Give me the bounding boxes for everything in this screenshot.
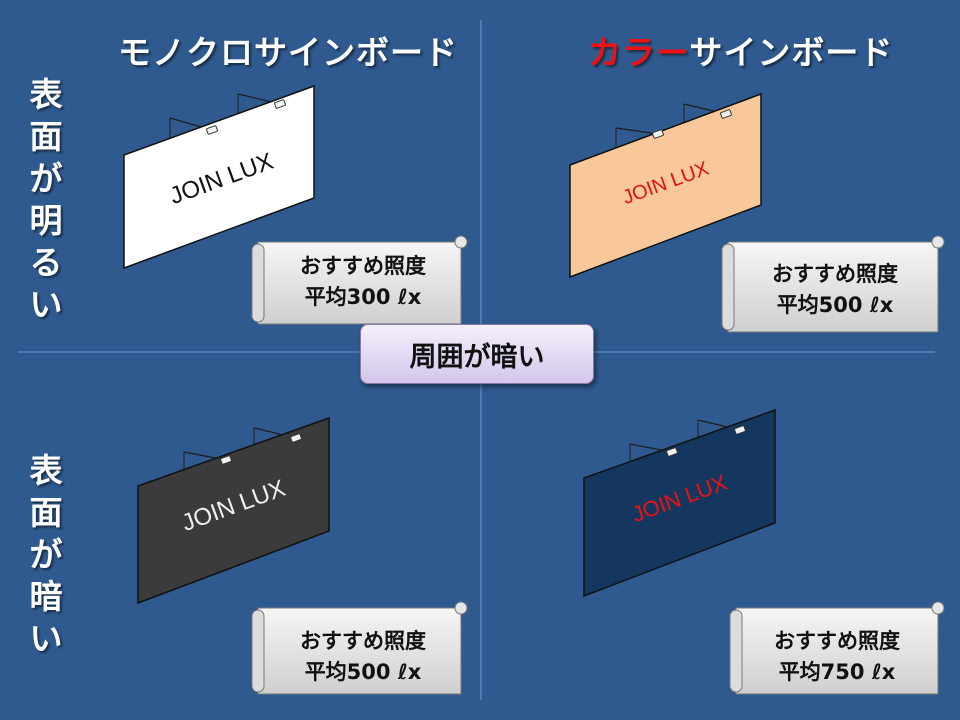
hanging-pin [720, 109, 732, 119]
signboard-color-bright: JOIN LUX [569, 92, 762, 279]
signboard-face [123, 84, 315, 270]
note-color-bright: おすすめ照度 平均500 ℓx [730, 259, 940, 321]
scroll-curl-right [931, 235, 945, 249]
row-label-char: 面 [29, 117, 63, 156]
row-label-char: る [29, 243, 63, 282]
row-label-dark: 表 面 が 暗 い [20, 450, 72, 660]
scroll-curl-left [251, 243, 265, 323]
note-line1: おすすめ照度 [300, 254, 426, 278]
scroll-sheet [735, 607, 939, 695]
hanging-pin [666, 447, 678, 457]
note-line1: おすすめ照度 [772, 262, 898, 286]
signboard-face [569, 92, 762, 279]
row-label-char: 明 [29, 201, 63, 240]
scroll-curl-left [251, 609, 265, 693]
signboard-face [583, 408, 776, 598]
signboard-mono-dark: JOIN LUX [137, 416, 330, 605]
hanging-pin [220, 455, 232, 465]
scroll-curl-left [729, 609, 743, 693]
header-color-suffix: サインボード [689, 33, 894, 72]
scroll-curl-right [454, 601, 468, 615]
row-label-char: が [29, 535, 63, 574]
scroll-curl-left [721, 243, 735, 331]
note-mono-bright: おすすめ照度 平均300 ℓx [258, 251, 468, 313]
lux-scroll [729, 601, 945, 695]
note-line1: おすすめ照度 [300, 629, 426, 653]
header-color: カラーサインボード [588, 26, 894, 72]
center-label-box: 周囲が暗い [360, 324, 594, 384]
row-label-char: 表 [29, 75, 63, 114]
signboard-mono-bright: JOIN LUX [123, 84, 315, 270]
hanging-pin [206, 125, 218, 135]
signboard-color-dark: JOIN LUX [583, 408, 776, 598]
row-label-char: が [29, 159, 63, 198]
note-line2: 平均750 ℓx [778, 660, 896, 684]
note-color-dark: おすすめ照度 平均750 ℓx [732, 626, 942, 688]
scroll-sheet [257, 241, 462, 325]
lux-scroll [251, 235, 468, 325]
scroll-sheet [257, 607, 462, 695]
note-mono-dark: おすすめ照度 平均500 ℓx [258, 626, 468, 688]
row-label-char: 暗 [29, 577, 63, 616]
hanging-wire [615, 127, 659, 135]
row-label-char: 表 [29, 451, 63, 490]
signboards: JOIN LUX JOIN LUX JOIN LUX JOIN LUX [123, 84, 776, 605]
hanging-pin [734, 425, 746, 435]
lux-scroll [721, 235, 945, 333]
note-line1: おすすめ照度 [774, 629, 900, 653]
scroll-sheet [727, 241, 939, 333]
scroll-curl-right [454, 235, 468, 249]
header-mono: モノクロサインボード [118, 26, 458, 72]
header-mono-text: モノクロサインボード [118, 33, 458, 72]
row-label-char: 面 [29, 493, 63, 532]
note-line2: 平均500 ℓx [776, 293, 894, 317]
hanging-pin [652, 129, 664, 139]
lux-scroll [251, 601, 468, 695]
row-label-char: い [29, 619, 63, 658]
signboard-face [137, 416, 330, 605]
row-label-bright: 表 面 が 明 る い [20, 74, 72, 326]
note-line2: 平均500 ℓx [304, 660, 422, 684]
header-color-prefix: カラー [588, 33, 690, 72]
center-label: 周囲が暗い [409, 341, 545, 373]
scroll-curl-right [931, 601, 945, 615]
hanging-pin [274, 99, 286, 109]
note-line2: 平均300 ℓx [304, 285, 422, 309]
lux-notes [251, 235, 945, 695]
hanging-pin [290, 433, 302, 443]
row-label-char: い [29, 285, 63, 324]
